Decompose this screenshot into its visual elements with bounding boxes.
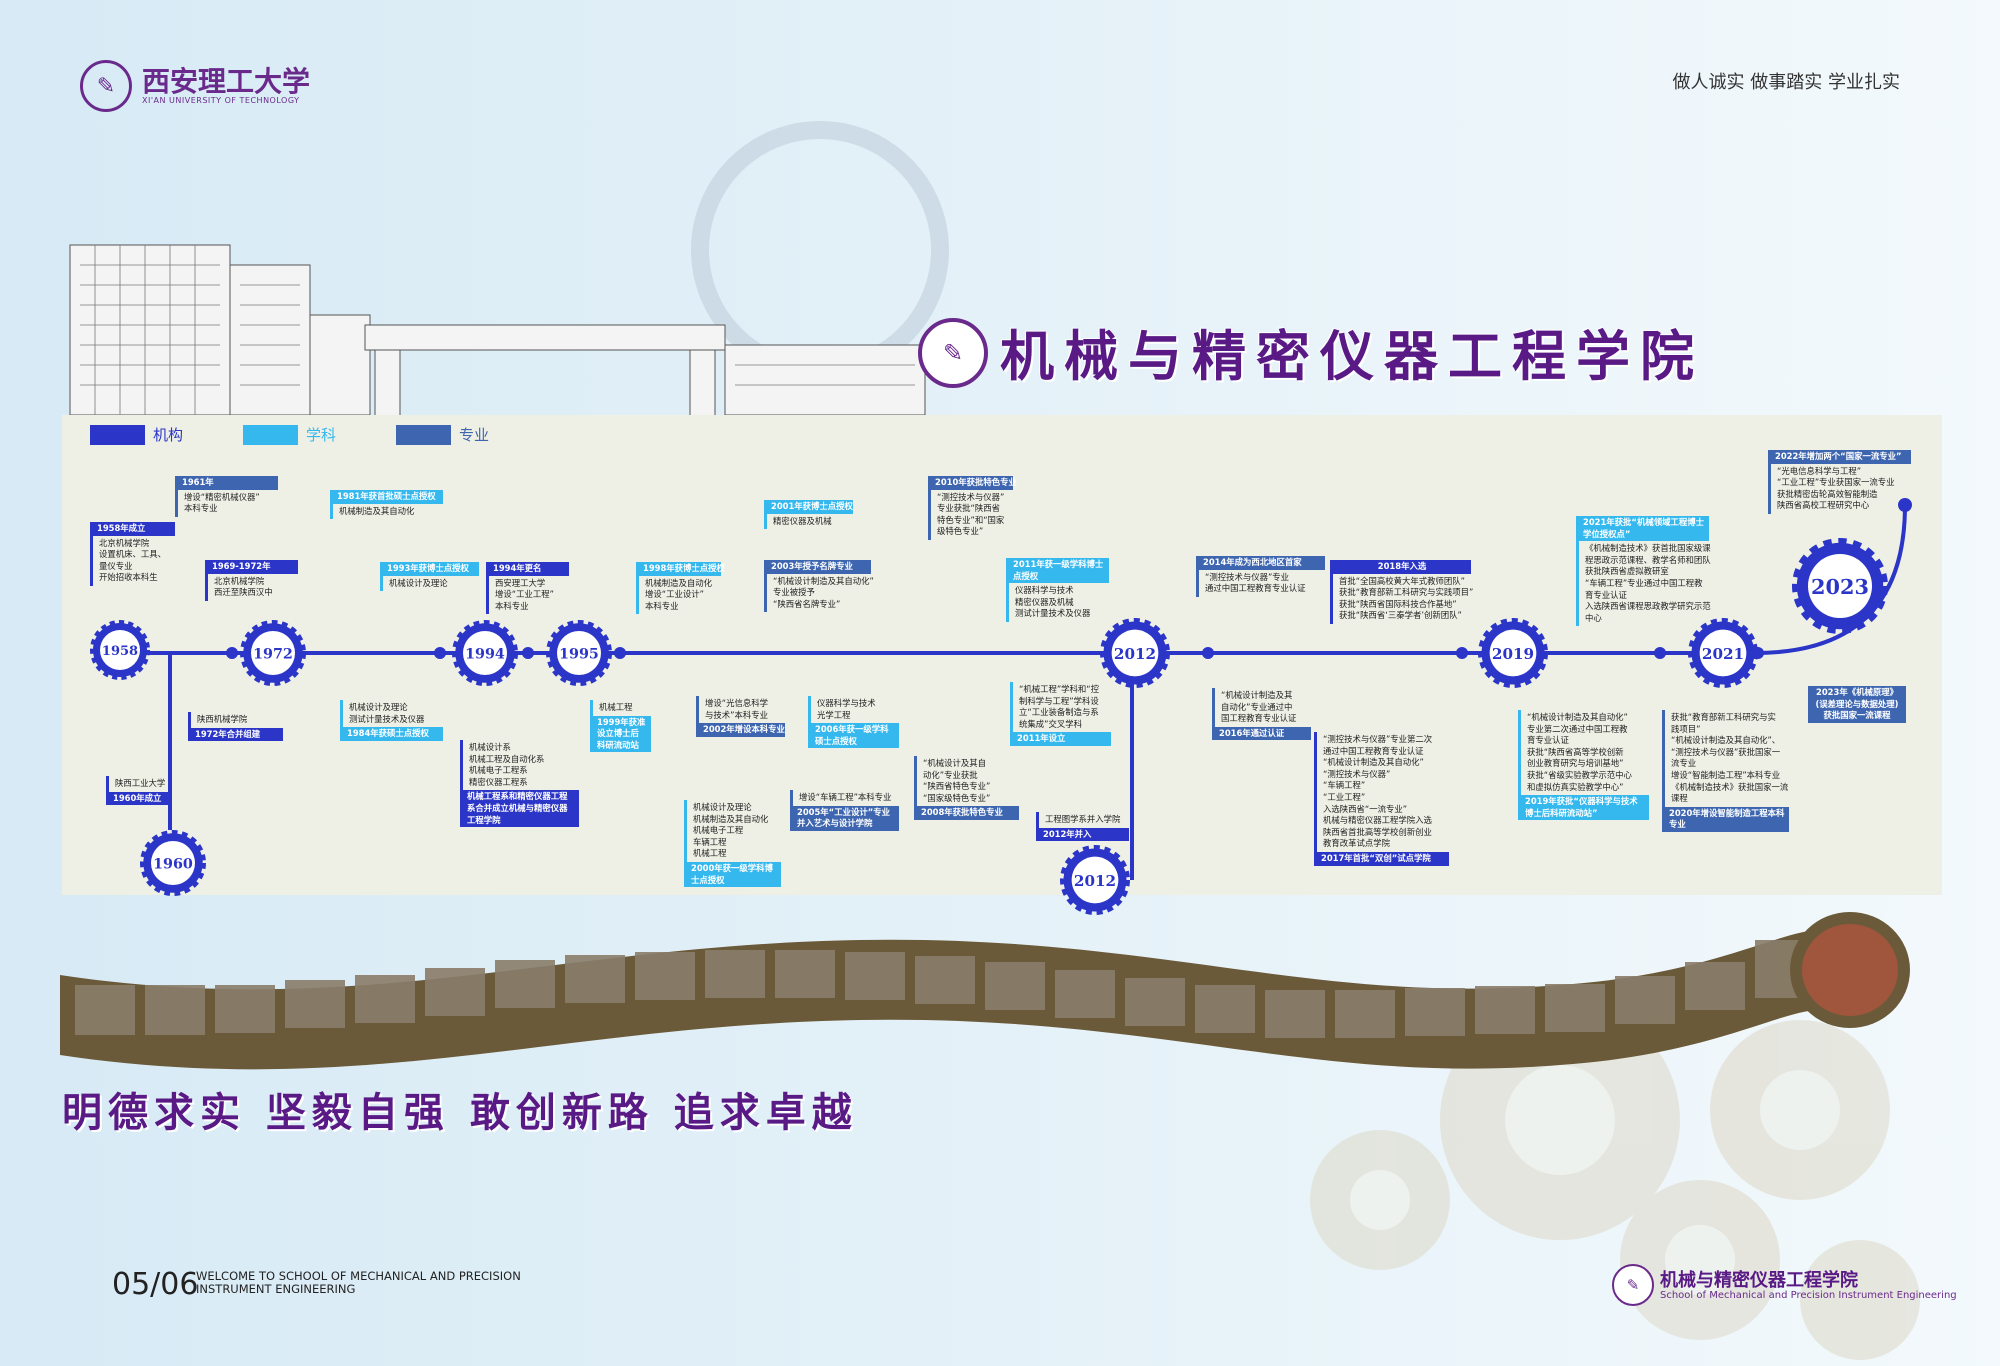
event-2010: 2010年获批特色专业 “测控技术与仪器”专业获批“陕西省特色专业”和“国家级特… [928,476,1017,540]
event-2023: 2023年《机械原理》(误差理论与数据处理)获批国家一流课程 [1808,686,1906,723]
svg-text:2012: 2012 [1114,645,1156,663]
svg-text:2023: 2023 [1811,574,1869,599]
event-1958: 1958年成立 北京机械学院设置机床、工具、量仪专业开始招收本科生 [90,522,175,586]
event-2002: 增设“光信息科学与技术”本科专业 2002年增设本科专业 [696,696,785,737]
welcome-text: WELCOME TO SCHOOL OF MECHANICAL AND PREC… [196,1269,521,1296]
gear-1972-icon: 1972 [240,620,306,686]
event-1994-merge: 机械设计系机械工程及自动化系机械电子工程系精密仪器工程系 机械工程系和精密仪器工… [460,740,579,828]
svg-text:1994: 1994 [465,647,505,663]
legend-item-major: 专业 [396,424,489,445]
event-2011: 2011年获一级学科博士点授权 仪器科学与技术精密仪器及机械测试计量技术及仪器 [1006,558,1109,622]
event-2012-join: 工程图学系并入学院 2012年并入 [1036,812,1129,842]
gear-2019-icon: 2019 [1478,618,1548,688]
event-2000: 机械设计及理论机械制造及其自动化机械电子工程车辆工程机械工程 2000年获一级学… [684,800,781,888]
campus-building-sketch [69,244,926,421]
gear-2012-lower-icon: 2012 [1060,845,1130,915]
legend-item-institution: 机构 [90,424,183,445]
gear-2023-icon: 2023 [1792,538,1888,634]
university-name: 西安理工大学 [142,64,311,98]
motto-bottom: 明德求实 坚毅自强 敢创新路 追求卓越 [62,1089,858,1136]
event-2017: “测控技术与仪器”专业第二次通过中国工程教育专业认证“机械设计制造及其自动化”“… [1314,732,1449,866]
event-2020: 获批“教育部新工科研究与实践项目”“机械设计制造及其自动化”、“测控技术与仪器”… [1662,710,1789,832]
event-1999: 机械工程 1999年获准设立博士后科研流动站 [590,700,651,753]
gear-2012-icon: 2012 [1100,618,1170,688]
event-1993: 1993年获博士点授权 机械设计及理论 [380,562,479,592]
footer-college-seal-icon: ✎ [1612,1264,1654,1306]
gear-2021-icon: 2021 [1688,618,1758,688]
svg-text:2019: 2019 [1492,645,1534,663]
svg-text:1972: 1972 [253,647,293,663]
gear-1958-icon: 1958 [90,620,150,680]
event-2016: “机械设计制造及其自动化”专业通过中国工程教育专业认证 2016年通过认证 [1212,688,1311,741]
event-1981: 1981年获首批硕士点授权 机械制造及其自动化 [330,490,443,520]
event-2006: 仪器科学与技术光学工程 2006年获一级学科硕士点授权 [808,696,899,749]
event-2008: “机械设计及其自动化”专业获批“陕西省特色专业”“国家级特色专业” 2008年获… [914,756,1019,820]
event-2005: 增设“车辆工程”本科专业 2005年“工业设计”专业并入艺术与设计学院 [790,790,899,831]
event-1969-1972: 1969-1972年 北京机械学院西迁至陕西汉中 [205,560,298,601]
page-number: 05/06 [112,1267,199,1302]
university-english: XI'AN UNIVERSITY OF TECHNOLOGY [142,95,300,105]
svg-text:2021: 2021 [1702,645,1744,663]
film-strip [60,912,1910,1070]
gear-1995-icon: 1995 [546,620,612,686]
gear-1960-icon: 1960 [140,830,206,896]
footer-college-english: School of Mechanical and Precision Instr… [1660,1290,1957,1301]
legend-item-discipline: 学科 [243,424,336,445]
footer-college-name: 机械与精密仪器工程学院 [1660,1270,1858,1291]
event-2021: 2021年获批“机械领域工程博士学位授权点” 《机械制造技术》获首批国家级课程思… [1576,516,1711,627]
college-seal-icon: ✎ [918,318,988,388]
gear-1994-icon: 1994 [452,620,518,686]
event-2022: 2022年增加两个“国家一流专业” “光电信息科学与工程”“工业工程”专业获国家… [1768,450,1911,514]
event-1998: 1998年获博士点授权 机械制造及自动化增设“工业设计”本科专业 [636,562,725,615]
event-1960: 陕西工业大学 1960年成立 [106,776,171,806]
event-2003: 2003年授予名牌专业 “机械设计制造及其自动化”专业被授予“陕西省名牌专业” [764,560,874,613]
university-seal-icon: ✎ [80,60,132,112]
event-1994: 1994年更名 西安理工大学增设“工业工程”本科专业 [486,562,569,615]
event-2001: 2001年获博士点授权 精密仪器及机械 [764,500,853,530]
svg-text:1958: 1958 [102,644,138,659]
legend: 机构 学科 专业 [90,424,489,445]
event-2014: 2014年成为西北地区首家 “测控技术与仪器”专业通过中国工程教育专业认证 [1196,556,1325,597]
event-1961: 1961年 增设“精密机械仪器”本科专业 [175,476,278,517]
university-logo: ✎ 西安理工大学 XI'AN UNIVERSITY OF TECHNOLOGY [80,60,310,112]
motto-top: 做人诚实 做事踏实 学业扎实 [1672,72,1900,93]
event-1984: 机械设计及理论测试计量技术及仪器 1984年获硕士点授权 [340,700,443,741]
svg-text:1960: 1960 [153,857,193,873]
college-title: 机械与精密仪器工程学院 [1000,324,1704,388]
svg-text:2012: 2012 [1074,872,1116,890]
event-2011-cross: “机械工程”学科和“控制科学与工程”学科设立“工业装备制造与系统集成”交叉学科 … [1010,682,1111,746]
event-2019: “机械设计制造及其自动化”专业第二次通过中国工程教育专业认证获批“陕西省高等学校… [1518,710,1649,821]
event-1972-merge: 陕西机械学院 1972年合并组建 [188,712,283,742]
event-2018: 2018年入选 首批“全国高校黄大年式教师团队”获批“教育部新工科研究与实践项目… [1330,560,1473,624]
svg-text:1995: 1995 [559,647,599,663]
